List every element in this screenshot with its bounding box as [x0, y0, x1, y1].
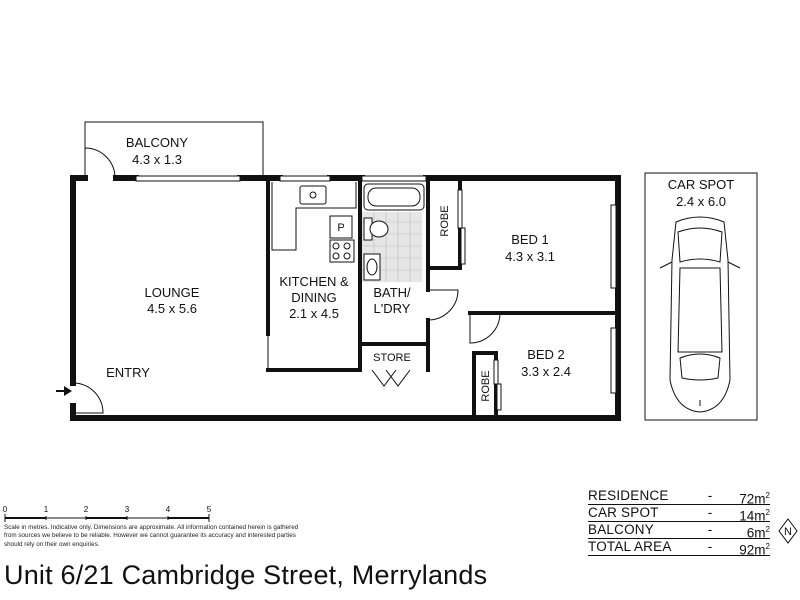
entry-label: ENTRY [106, 365, 150, 380]
kitchen-size: 2.1 x 4.5 [289, 306, 339, 321]
bath-label-line2: L'DRY [374, 301, 411, 316]
windows [135, 175, 617, 394]
bed1-label: BED 1 [511, 232, 549, 247]
compass-icon: N [778, 518, 798, 544]
area-row-residence: RESIDENCE - 72m2 [588, 488, 770, 507]
robe-doors [457, 189, 502, 411]
area-label: BALCONY [588, 522, 654, 537]
area-label: RESIDENCE [588, 488, 669, 503]
scale-tick-0: 0 [3, 505, 8, 514]
scale-bar: 0 1 2 3 4 5 [3, 505, 212, 522]
balcony-label: BALCONY [126, 135, 188, 150]
area-value: 72m2 [739, 491, 770, 507]
car-spot-label: CAR SPOT [668, 177, 735, 192]
area-label: TOTAL AREA [588, 539, 672, 554]
toilet-icon [369, 220, 389, 238]
balcony-outline [84, 121, 264, 178]
car-icon [659, 216, 741, 413]
outer-walls [70, 175, 621, 421]
area-value: 92m2 [739, 542, 770, 558]
bed2-size: 3.3 x 2.4 [521, 364, 571, 379]
entry-arrow-icon [56, 386, 72, 396]
kitchen-fixtures [271, 182, 357, 263]
scale-tick-4: 4 [166, 505, 171, 514]
area-row-balcony: BALCONY - 6m2 [588, 522, 770, 541]
pantry-box [329, 215, 353, 239]
scale-tick-3: 3 [125, 505, 130, 514]
cooktop-icon [329, 239, 355, 263]
pantry-label: P [337, 222, 344, 234]
bath-fixtures [362, 183, 425, 282]
robe1-label: ROBE [439, 205, 451, 236]
kitchen-label-line2: DINING [291, 290, 337, 305]
area-dash: - [707, 539, 713, 554]
area-label: CAR SPOT [588, 505, 659, 520]
sink-icon [309, 191, 317, 199]
compass-letter: N [784, 526, 792, 538]
address-title: Unit 6/21 Cambridge Street, Merrylands [4, 560, 488, 590]
area-row-total: TOTAL AREA - 92m2 [588, 539, 770, 558]
lounge-size: 4.5 x 5.6 [147, 301, 197, 316]
bed1-size: 4.3 x 3.1 [505, 249, 555, 264]
scale-tick-2: 2 [84, 505, 89, 514]
lounge-label: LOUNGE [145, 285, 200, 300]
area-table: RESIDENCE - 72m2 CAR SPOT - 14m2 BALCONY… [588, 488, 770, 558]
balcony-size: 4.3 x 1.3 [132, 152, 182, 167]
area-dash: - [707, 488, 713, 503]
area-row-car-spot: CAR SPOT - 14m2 [588, 505, 770, 524]
kitchen-label-line1: KITCHEN & [279, 274, 349, 289]
car-spot-box [644, 172, 758, 421]
bed2-label: BED 2 [527, 347, 565, 362]
scale-tick-5: 5 [207, 505, 212, 514]
area-value: 14m2 [739, 508, 770, 524]
area-value: 6m2 [746, 525, 770, 541]
store-label: STORE [373, 352, 411, 364]
scale-tick-1: 1 [44, 505, 49, 514]
robe2-label: ROBE [480, 370, 492, 401]
doors [72, 147, 501, 414]
car-spot-size: 2.4 x 6.0 [676, 194, 726, 209]
disclaimer-text: Scale in metres. Indicative only. Dimens… [4, 524, 299, 548]
area-dash: - [707, 522, 713, 537]
area-dash: - [707, 505, 713, 520]
floor-plan: BALCONY 4.3 x 1.3 LOUNGE 4.5 x 5.6 KITCH… [3, 121, 758, 522]
bath-label-line1: BATH/ [373, 285, 411, 300]
